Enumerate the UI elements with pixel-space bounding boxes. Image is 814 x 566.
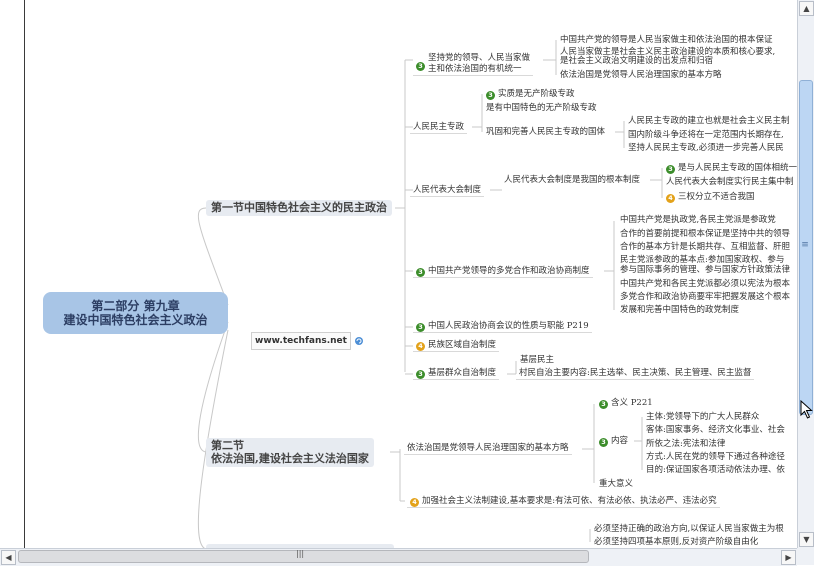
- priority-3-icon: 3: [416, 268, 425, 277]
- branch-party-leadership[interactable]: 3 坚持党的领导、人民当家做 主和依法治国的有机统一: [413, 53, 534, 76]
- leaf-significance[interactable]: 重大意义: [599, 479, 634, 489]
- leaf-party-1[interactable]: 中国共产党的领导是人民当家做主和依法治国的根本保证: [560, 35, 773, 45]
- root-topic-line2: 建设中国特色社会主义政治: [63, 313, 208, 327]
- priority-3-icon: 3: [666, 165, 675, 174]
- priority-3-icon: 3: [416, 323, 425, 332]
- refresh-icon[interactable]: [354, 336, 364, 346]
- leaf-consolidate-regime[interactable]: 巩固和完善人民民主专政的国体: [486, 127, 606, 137]
- scrollbar-corner: [797, 548, 814, 565]
- root-topic-line1: 第二部分 第九章: [91, 299, 180, 313]
- vertical-grip-icon: ≡: [801, 240, 809, 250]
- branch-rule-of-law[interactable]: 依法治国是党领导人民治理国家的基本方略: [404, 443, 572, 455]
- section1-topic[interactable]: 第一节中国特色社会主义的民主政治: [206, 200, 392, 216]
- priority-3-icon: 3: [416, 370, 425, 379]
- leaf-party-3[interactable]: 是社会主义政治文明建设的出发点和归宿: [560, 56, 714, 66]
- leaf-npc-fundamental[interactable]: 人民代表大会制度是我国的根本制度: [504, 175, 641, 185]
- leaf-multiparty-2[interactable]: 合作的首要前提和根本保证是坚持中共的领导: [620, 229, 791, 239]
- section2-topic[interactable]: 第二节 依法治国,建设社会主义法治国家: [206, 438, 374, 467]
- priority-3-icon: 3: [599, 400, 608, 409]
- scroll-up-arrow[interactable]: ▲: [799, 1, 814, 16]
- website-label[interactable]: www.techfans.net: [251, 332, 351, 350]
- priority-3-icon: 3: [486, 91, 495, 100]
- priority-4-icon: 4: [666, 194, 675, 203]
- leaf-multiparty-7[interactable]: 多党合作和政治协商要牢牢把握发展这个根本: [620, 292, 791, 302]
- priority-4-icon: 4: [416, 342, 425, 351]
- section3-topic[interactable]: [206, 544, 394, 548]
- leaf-content-2[interactable]: 客体:国家事务、经济文化事业、社会: [646, 425, 785, 435]
- priority-3-icon: 3: [416, 61, 425, 71]
- connector-lines: [197, 40, 663, 548]
- mindmap-canvas[interactable]: 第二部分 第九章 建设中国特色社会主义政治 www.techfans.net 第…: [0, 0, 797, 548]
- horizontal-scroll-thumb[interactable]: [18, 550, 589, 563]
- leaf-content-3[interactable]: 所依之法:宪法和法律: [646, 439, 726, 449]
- leaf-regime-2[interactable]: 国内阶级斗争还将在一定范围内长期存在,: [628, 130, 784, 140]
- scroll-right-arrow[interactable]: ▶: [781, 550, 796, 565]
- leaf-section3-2[interactable]: 必须坚持四项基本原则,反对资产阶级自由化: [594, 537, 759, 547]
- branch-people-dictatorship[interactable]: 人民民主专政: [410, 122, 468, 134]
- scroll-left-arrow[interactable]: ◀: [1, 550, 16, 565]
- priority-3-icon: 3: [599, 438, 608, 447]
- root-topic[interactable]: 第二部分 第九章 建设中国特色社会主义政治: [43, 292, 228, 334]
- leaf-content-5[interactable]: 目的:保证国家各项活动依法办理、依: [646, 465, 785, 475]
- leaf-multiparty-5[interactable]: 参与国际事务的管理、参与国家方针政策法律: [620, 265, 791, 275]
- leaf-dictatorship-chinese[interactable]: 是有中国特色的无产阶级专政: [486, 103, 597, 113]
- horizontal-grip-icon: |||: [296, 549, 305, 558]
- priority-4-icon: 4: [410, 498, 419, 507]
- leaf-grassroots-1[interactable]: 基层民主: [520, 355, 555, 365]
- leaf-party-4[interactable]: 依法治国是党领导人民治理国家的基本方略: [560, 70, 722, 80]
- branch-npc[interactable]: 人民代表大会制度: [410, 185, 485, 197]
- leaf-multiparty-8[interactable]: 发展和完善中国特色的政党制度: [620, 305, 740, 315]
- leaf-multiparty-6[interactable]: 中国共产党和各民主党派都必须以宪法为根本: [620, 279, 791, 289]
- leaf-content-4[interactable]: 方式:人民在党的领导下通过各种途径: [646, 452, 785, 462]
- leaf-grassroots-2[interactable]: 村民自治主要内容:民主选举、民主决策、民主管理、民主监督: [516, 368, 755, 380]
- leaf-multiparty-3[interactable]: 合作的基本方针是长期共存、互相监督、肝胆: [620, 242, 791, 252]
- mouse-cursor-icon: [800, 400, 813, 419]
- leaf-multiparty-1[interactable]: 中国共产党是执政党,各民主党派是参政党: [620, 215, 776, 225]
- leaf-regime-3[interactable]: 坚持人民民主专政,必须进一步完善人民民: [628, 143, 784, 153]
- left-border: [24, 0, 25, 548]
- leaf-npc-2[interactable]: 人民代表大会制度实行民主集中制: [666, 177, 794, 187]
- leaf-regime-1[interactable]: 人民民主专政的建立也就是社会主义民主制: [628, 116, 790, 126]
- leaf-multiparty-4[interactable]: 民主党派参政的基本点:参加国家政权、参与: [620, 255, 785, 265]
- leaf-section3-1[interactable]: 必须坚持正确的政治方向,以保证人民当家做主为根: [594, 524, 784, 534]
- scroll-down-arrow[interactable]: ▼: [799, 532, 814, 547]
- leaf-content-1[interactable]: 主体:党领导下的广大人民群众: [646, 412, 760, 422]
- leaf-party-2[interactable]: 人民当家做主是社会主义民主政治建设的本质和核心要求,: [560, 47, 776, 57]
